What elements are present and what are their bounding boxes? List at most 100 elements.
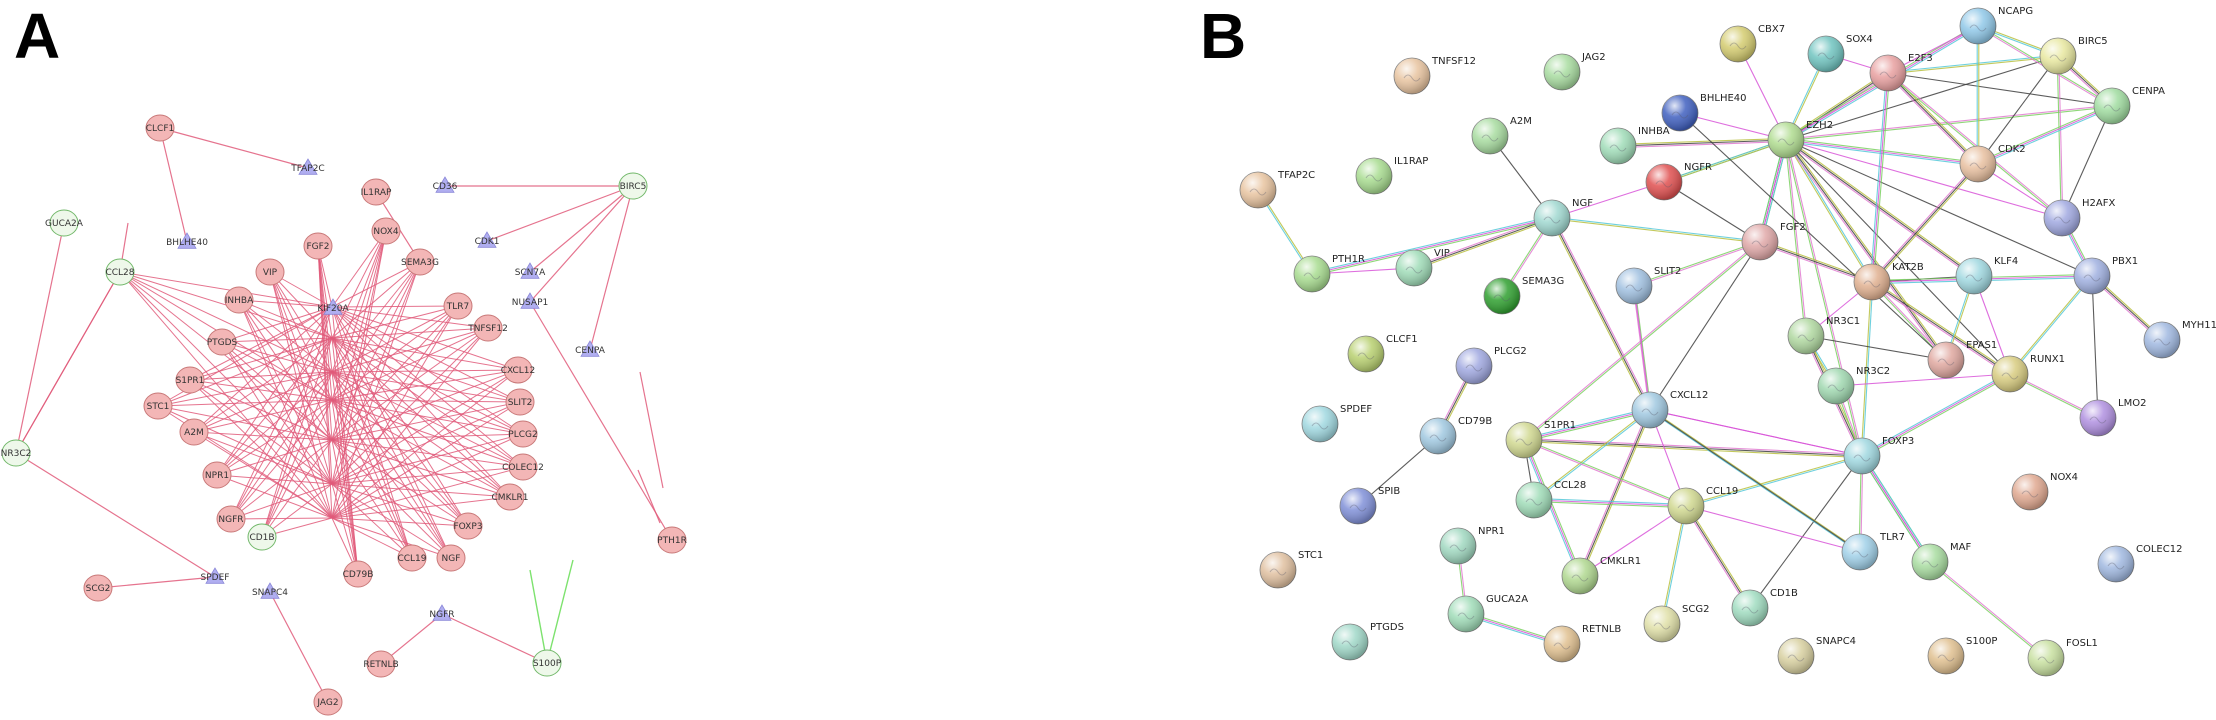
panel-b-node-label: NCAPG bbox=[1998, 6, 2033, 17]
panel-a-node: NGFR bbox=[216, 505, 246, 533]
panel-a-node: STC1 bbox=[143, 392, 173, 420]
panel-a-node: COLEC12 bbox=[502, 453, 544, 481]
panel-b-node: NGFR bbox=[1645, 162, 1712, 201]
panel-b-node-label: MAF bbox=[1950, 542, 1971, 553]
panel-b-node: A2M bbox=[1471, 116, 1532, 155]
panel-b-node-label: CCL28 bbox=[1554, 480, 1586, 491]
panel-b-node-label: NOX4 bbox=[2050, 472, 2078, 483]
panel-a-node-label: CENPA bbox=[575, 346, 606, 356]
panel-b-node-label: CBX7 bbox=[1758, 24, 1785, 35]
panel-a-node: PTGDS bbox=[207, 328, 238, 356]
panel-b-node-label: MYH11 bbox=[2182, 320, 2216, 331]
panel-b-node: TLR7 bbox=[1841, 532, 1905, 571]
panel-a-node: CD79B bbox=[343, 560, 373, 588]
panel-a-node-label: NGF bbox=[442, 554, 461, 564]
panel-b-node-label: TFAP2C bbox=[1277, 170, 1315, 181]
panel-b-node: IL1RAP bbox=[1355, 156, 1428, 195]
panel-b-node: SCG2 bbox=[1643, 604, 1709, 643]
panel-b-node: EPAS1 bbox=[1927, 340, 1997, 379]
panel-b-node-label: S1PR1 bbox=[1544, 420, 1576, 431]
panel-b-node-label: CCL19 bbox=[1706, 486, 1738, 497]
panel-a-node: SCG2 bbox=[83, 574, 113, 602]
panel-b-node: CD1B bbox=[1731, 588, 1798, 627]
panel-b-node-label: NPR1 bbox=[1478, 526, 1505, 537]
panel-b-node-label: PTGDS bbox=[1370, 622, 1404, 633]
panel-b-node-label: FOXP3 bbox=[1882, 436, 1914, 447]
panel-b-node-label: EZH2 bbox=[1806, 120, 1833, 131]
panel-b-node: STC1 bbox=[1259, 550, 1323, 589]
panel-b-node-label: INHBA bbox=[1638, 126, 1670, 137]
panel-a-node: FGF2 bbox=[303, 232, 333, 260]
panel-b-node-label: NGF bbox=[1572, 198, 1593, 209]
panel-label-b: B bbox=[1200, 0, 1247, 72]
panel-b-node: SPIB bbox=[1339, 486, 1400, 525]
panel-b-node-label: JAG2 bbox=[1581, 52, 1606, 63]
panel-a-node: JAG2 bbox=[313, 688, 343, 716]
panel-a-node: CCL28 bbox=[105, 258, 135, 286]
panel-b-node-label: PLCG2 bbox=[1494, 346, 1527, 357]
panel-b-node-label: BIRC5 bbox=[2078, 36, 2108, 47]
panel-a-node: INHBA bbox=[224, 286, 254, 314]
panel-b-node: S1PR1 bbox=[1505, 420, 1576, 459]
panel-a-node: SPDEF bbox=[201, 567, 229, 584]
panel-b-node-label: SOX4 bbox=[1846, 34, 1873, 45]
panel-b-node-label: VIP bbox=[1434, 248, 1450, 259]
panel-b-node-label: SCG2 bbox=[1682, 604, 1709, 615]
panel-b-node: JAG2 bbox=[1543, 52, 1606, 91]
panel-b-node: CD79B bbox=[1419, 416, 1492, 455]
panel-b-node-label: CDK2 bbox=[1998, 144, 2026, 155]
panel-b-node: CBX7 bbox=[1719, 24, 1785, 63]
panel-a-node: CDK1 bbox=[475, 231, 499, 248]
panel-b-node: BIRC5 bbox=[2039, 36, 2108, 75]
panel-b-node-label: CMKLR1 bbox=[1600, 556, 1641, 567]
panel-a-node-label: SEMA3G bbox=[401, 258, 439, 268]
panel-a-node: NUSAP1 bbox=[512, 292, 548, 309]
panel-b-node: VIP bbox=[1395, 248, 1450, 287]
panel-a-node-label: FGF2 bbox=[306, 242, 329, 252]
panel-a-node-label: TLR7 bbox=[446, 302, 470, 312]
panel-a-node-label: TFAP2C bbox=[290, 164, 324, 174]
panel-b-node-label: CXCL12 bbox=[1670, 390, 1708, 401]
panel-a-node: VIP bbox=[255, 258, 285, 286]
panel-a-node-label: SCG2 bbox=[86, 584, 111, 594]
panel-a-node-label: CXCL12 bbox=[501, 366, 536, 376]
panel-a-node-label: CMKLR1 bbox=[492, 493, 529, 503]
panel-b-node: SEMA3G bbox=[1483, 276, 1564, 315]
panel-a-node: KIF20A bbox=[317, 298, 350, 315]
panel-b-node: CCL28 bbox=[1515, 480, 1586, 519]
panel-b-node: SPDEF bbox=[1301, 404, 1372, 443]
panel-b-node: TNFSF12 bbox=[1393, 56, 1476, 95]
panel-b-node: SLIT2 bbox=[1615, 266, 1681, 305]
panel-b-node-label: TNFSF12 bbox=[1431, 56, 1476, 67]
panel-b-node: FGF2 bbox=[1741, 222, 1806, 261]
panel-b-node: SNAPC4 bbox=[1777, 636, 1856, 675]
panel-b-node: NR3C2 bbox=[1817, 366, 1890, 405]
panel-a-node-label: NGFR bbox=[218, 515, 243, 525]
panel-b-node: NGF bbox=[1533, 198, 1593, 237]
panel-a-node: CENPA bbox=[575, 340, 606, 357]
panel-b-node-label: SPDEF bbox=[1340, 404, 1372, 415]
panel-a-node: NR3C2 bbox=[1, 439, 32, 467]
panel-a-node-label: NR3C2 bbox=[1, 449, 32, 459]
panel-a-node-label: INHBA bbox=[225, 296, 254, 306]
panel-a-node: CLCF1 bbox=[145, 114, 175, 142]
panel-a-node-label: CLCF1 bbox=[146, 124, 175, 134]
panel-a-node: PTH1R bbox=[657, 526, 687, 554]
panel-a-node: NGFR bbox=[429, 604, 455, 621]
panel-b-node-label: GUCA2A bbox=[1486, 594, 1528, 605]
panel-b-node: PLCG2 bbox=[1455, 346, 1527, 385]
panel-b-node: CMKLR1 bbox=[1561, 556, 1641, 595]
panel-a-node: CCL19 bbox=[397, 544, 427, 572]
panel-b-node: INHBA bbox=[1599, 126, 1670, 165]
panel-b-node-label: CD79B bbox=[1458, 416, 1492, 427]
panel-a-node-label: PTGDS bbox=[207, 338, 238, 348]
panel-a-node-label: PTH1R bbox=[657, 536, 687, 546]
panel-b-node-label: STC1 bbox=[1298, 550, 1323, 561]
panel-b-node-label: BHLHE40 bbox=[1700, 93, 1747, 104]
panel-b-node-label: PTH1R bbox=[1332, 254, 1365, 265]
panel-a-node-label: GUCA2A bbox=[45, 219, 84, 229]
panel-a-node-label: VIP bbox=[263, 268, 278, 278]
panel-b-node-label: SEMA3G bbox=[1522, 276, 1564, 287]
panel-a-node: SCN7A bbox=[515, 262, 546, 279]
panel-b-node: GUCA2A bbox=[1447, 594, 1528, 633]
